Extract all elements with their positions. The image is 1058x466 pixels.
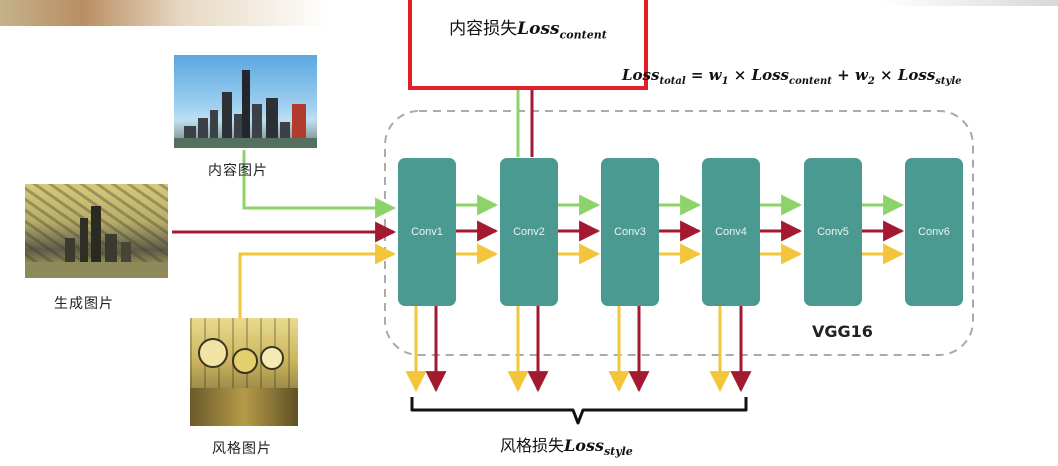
- conv3-layer: Conv3: [601, 158, 659, 306]
- formula-content-sub: content: [789, 76, 832, 87]
- style-image: [190, 318, 298, 426]
- conv2-layer: Conv2: [500, 158, 558, 306]
- formula-w2-sub: 2: [867, 76, 875, 87]
- style-loss-prefix: 风格损失: [500, 436, 565, 455]
- formula-w1: w: [708, 66, 722, 84]
- generated-image-caption: 生成图片: [54, 296, 114, 312]
- style-loss-brace: [410, 397, 748, 425]
- formula-w2: w: [854, 66, 868, 84]
- formula-times-1: ×: [728, 66, 752, 84]
- content-image-arrow: [242, 150, 397, 219]
- top-decoration-image: [0, 0, 330, 26]
- content-image: [174, 55, 317, 148]
- style-image-caption: 风格图片: [212, 441, 272, 457]
- style-image-arrow: [238, 243, 397, 318]
- formula-total-sub: total: [659, 76, 686, 87]
- style-loss-symbol: Loss: [564, 436, 604, 455]
- conv6-layer: Conv6: [905, 158, 963, 306]
- content-loss-label: 内容损失Losscontent: [412, 14, 644, 41]
- content-loss-prefix: 内容损失: [449, 19, 518, 39]
- formula-equals: =: [685, 66, 709, 84]
- content-image-caption: 内容图片: [208, 163, 268, 179]
- formula-times-2: ×: [874, 66, 898, 84]
- formula-total-loss: Loss: [622, 66, 660, 84]
- conv5-layer: Conv5: [804, 158, 862, 306]
- vgg16-container: [384, 110, 974, 356]
- style-loss-subscript: style: [603, 445, 633, 459]
- layer-connections: [456, 194, 905, 265]
- formula-style-loss: Loss: [897, 66, 936, 84]
- content-loss-box: 内容损失Losscontent: [408, 0, 648, 90]
- content-loss-subscript: content: [559, 28, 607, 42]
- top-right-decoration: [880, 0, 1058, 6]
- formula-content-loss: Loss: [751, 66, 790, 84]
- style-loss-arrows: [405, 306, 752, 393]
- conv4-layer: Conv4: [702, 158, 760, 306]
- style-loss-label: 风格损失Lossstyle: [500, 432, 633, 458]
- formula-plus: +: [831, 66, 855, 84]
- network-name-label: VGG16: [812, 322, 873, 341]
- formula-w1-sub: 1: [721, 76, 729, 87]
- conv1-layer: Conv1: [398, 158, 456, 306]
- formula-style-sub: style: [935, 76, 962, 87]
- total-loss-formula: Losstotal = w1 × Losscontent + w2 × Loss…: [622, 66, 962, 87]
- generated-image: [25, 184, 168, 278]
- content-loss-symbol: Loss: [517, 19, 560, 39]
